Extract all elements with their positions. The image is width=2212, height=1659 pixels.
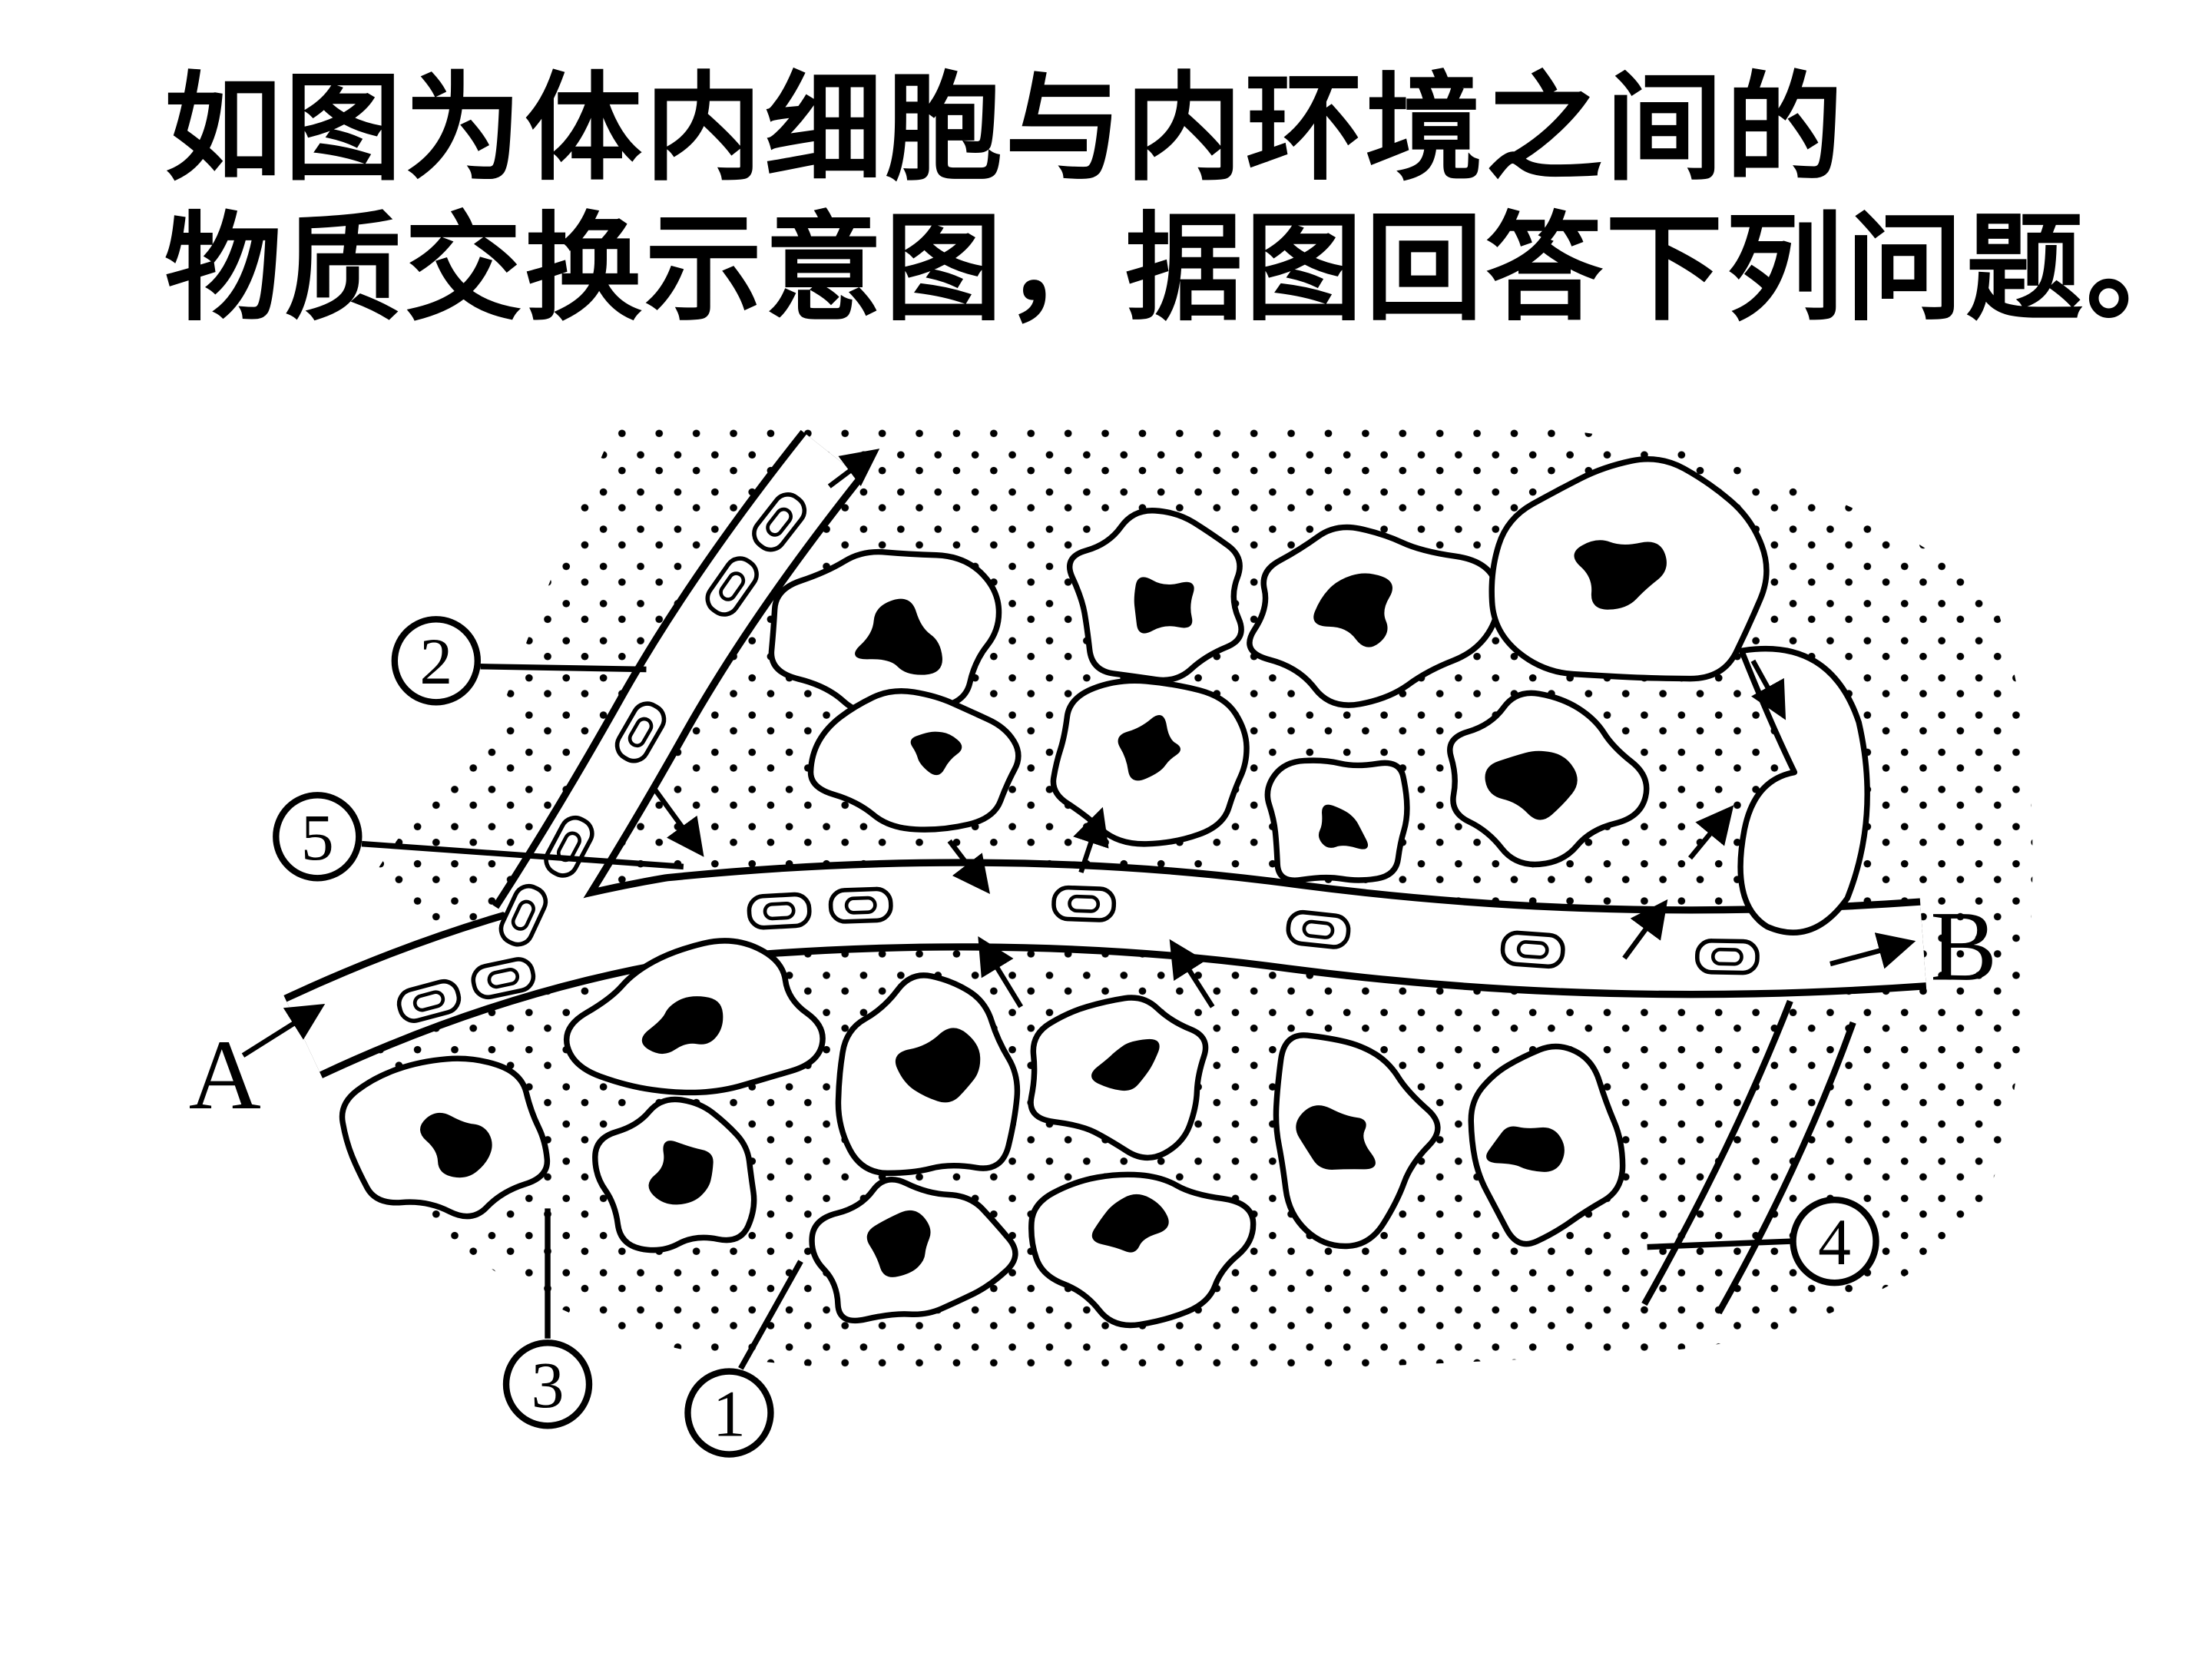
label-2: 2 [391, 616, 647, 706]
label-4: 4 [1647, 1196, 1879, 1286]
red-blood-cell [1500, 930, 1565, 969]
cell-nucleus [1118, 715, 1181, 781]
red-blood-cell [1286, 909, 1351, 949]
label-5-text: 5 [301, 801, 334, 874]
cell-nucleus [866, 1210, 931, 1277]
labels: 2 5 3 1 4 A B [189, 616, 1997, 1458]
exchange-arrows [241, 449, 1916, 1058]
red-blood-cell [396, 979, 462, 1023]
label-2-text: 2 [419, 625, 452, 698]
label-3: 3 [502, 1208, 593, 1429]
cell-nucleus [1091, 1194, 1169, 1253]
cell-nucleus [1313, 573, 1392, 647]
red-blood-cell [1694, 939, 1760, 975]
label-3-text: 3 [531, 1349, 565, 1422]
cell-nucleus [641, 996, 724, 1055]
label-A: A [189, 1020, 261, 1131]
red-blood-cell [471, 957, 536, 1000]
cell-nucleus [1134, 577, 1194, 634]
cell [1028, 1171, 1257, 1329]
label-5: 5 [273, 792, 684, 882]
exchange-arrow [1687, 805, 1734, 860]
blood-cells [396, 492, 1760, 1023]
cell-nucleus [1091, 1038, 1160, 1091]
exchange-arrow [978, 935, 1024, 1008]
red-blood-cell [498, 883, 548, 947]
lymph-duct-wall-right [1716, 1021, 1856, 1315]
exchange-arrow [1622, 899, 1668, 960]
cell-nucleus [1318, 804, 1369, 849]
red-blood-cell [752, 492, 807, 552]
red-blood-cell [705, 556, 759, 617]
cell-nucleus [1296, 1105, 1376, 1170]
flow-out-arrow [1830, 932, 1916, 969]
exchange-arrow [1169, 939, 1215, 1008]
cell-nucleus [1485, 750, 1578, 820]
cell-nucleus [1574, 540, 1667, 610]
lymph-duct-wall-left [1641, 999, 1793, 1306]
cell-nucleus [1486, 1126, 1565, 1172]
cell-nucleus [855, 598, 942, 675]
cell-nucleus [420, 1113, 492, 1178]
red-blood-cell [828, 886, 893, 924]
title-line-2: 物质交换示意图，据图回答下列问题。 [164, 205, 2206, 335]
cell-nucleus [648, 1141, 714, 1205]
tissue-cells [339, 456, 1770, 1329]
slide-title: 如图为体内细胞与内环境之间的 物质交换示意图，据图回答下列问题。 [164, 65, 2206, 335]
cell-nucleus [910, 731, 962, 776]
cell-nucleus [895, 1028, 981, 1103]
exchange-arrow [947, 839, 991, 895]
red-blood-cell [1051, 885, 1117, 922]
red-blood-cell [614, 701, 667, 763]
exchange-arrow [653, 787, 704, 857]
cell [807, 688, 1022, 833]
title-line-1: 如图为体内细胞与内环境之间的 [164, 65, 1846, 195]
red-blood-cell [747, 892, 812, 930]
lymph-entry-arrow [1750, 659, 1786, 720]
label-1: 1 [684, 1260, 803, 1458]
exchange-arrow [1073, 806, 1109, 873]
red-blood-cell [544, 815, 594, 878]
label-B: B [1930, 891, 1997, 1002]
branch-flow-arrow [827, 449, 880, 488]
label-4-text: 4 [1818, 1206, 1851, 1279]
flow-in-arrow [241, 1003, 326, 1058]
label-1-text: 1 [713, 1377, 746, 1450]
